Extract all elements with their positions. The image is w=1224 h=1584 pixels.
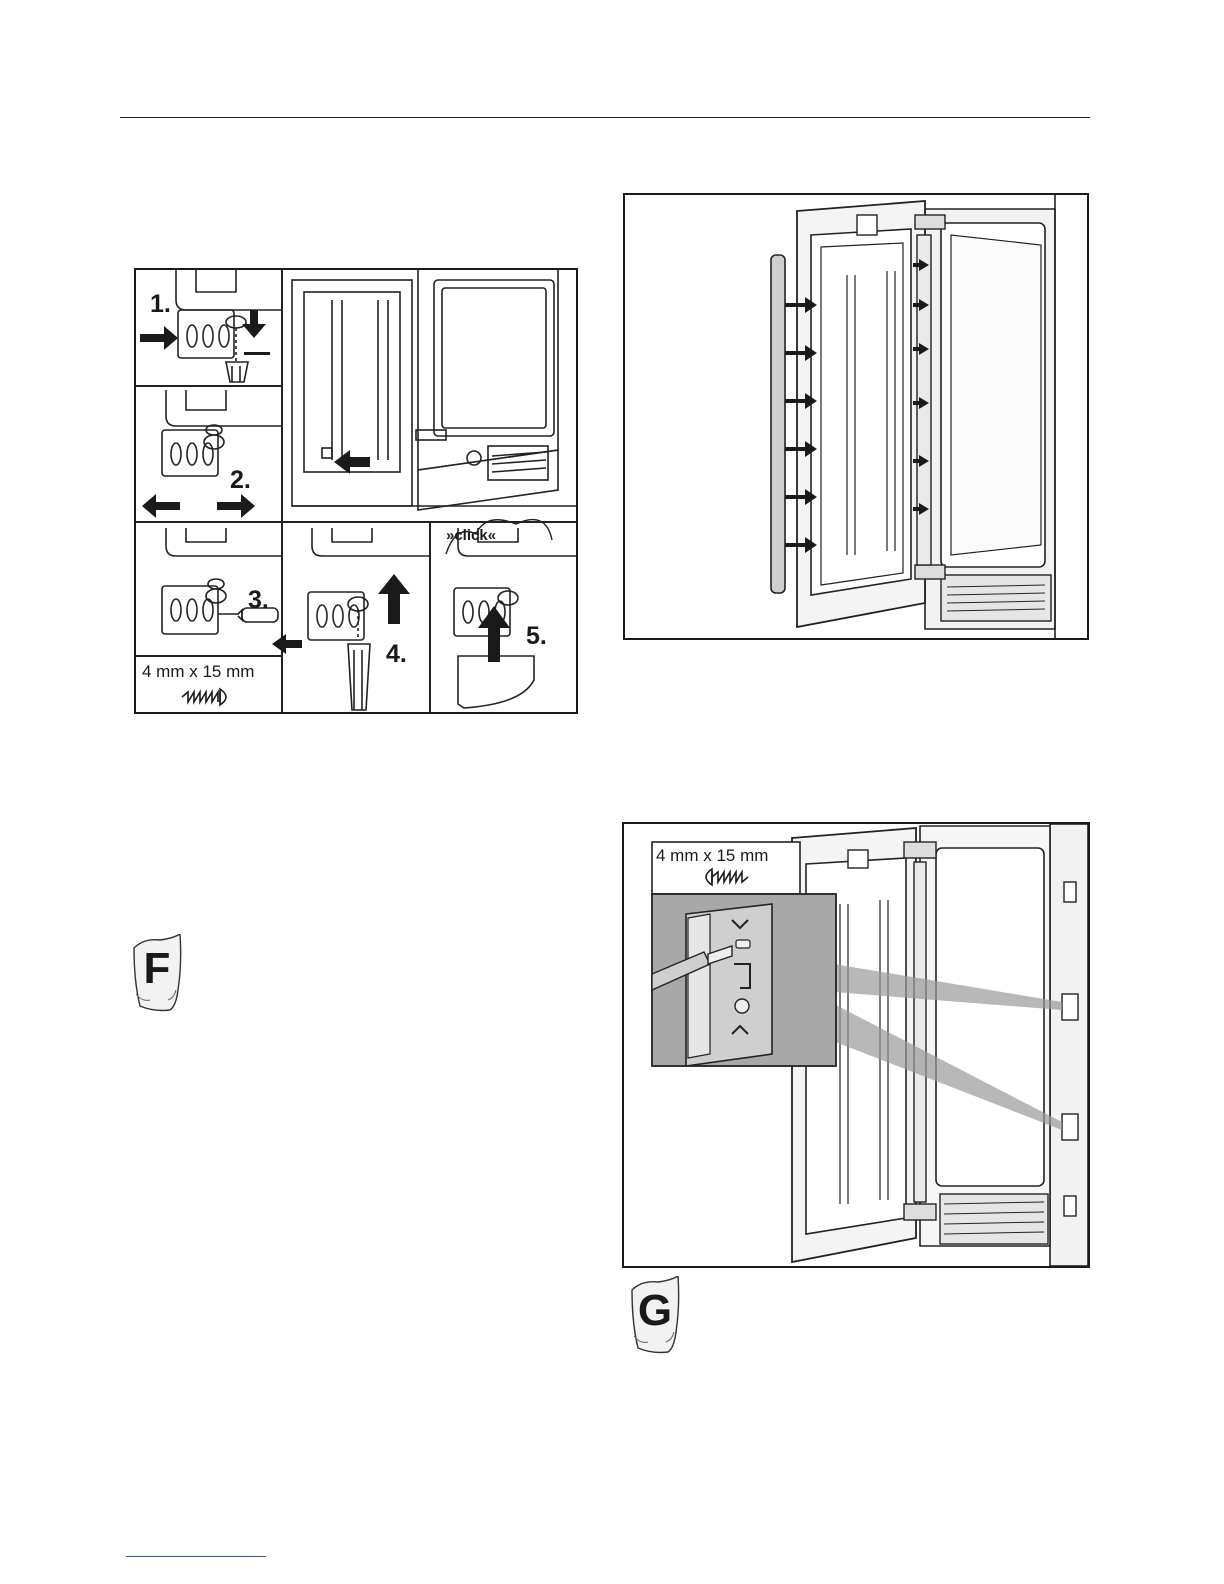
click-label: »click« [446, 527, 496, 544]
hardware-bag-g: G [626, 1276, 684, 1354]
screw-size-label: 4 mm x 15 mm [142, 662, 254, 682]
step-3-label: 3. [248, 586, 269, 615]
header-rule [120, 117, 1090, 118]
door-seal-illustration [625, 195, 1087, 638]
screw-icon [180, 686, 236, 708]
bag-f-letter: F [128, 944, 186, 994]
screw-icon [696, 866, 752, 888]
hinge-steps-illustration [136, 270, 576, 712]
hinge-steps-figure: 1. 2. 3. 4. 5. »click« 4 mm x 15 mm [134, 268, 578, 714]
footer-rule [126, 1556, 266, 1557]
hardware-bag-f: F [128, 934, 186, 1012]
rail-mounting-figure: 4 mm x 15 mm [622, 822, 1090, 1268]
rail-screw-size-label: 4 mm x 15 mm [656, 846, 768, 866]
step-4-label: 4. [386, 640, 407, 669]
step-5-label: 5. [526, 622, 547, 651]
step-2-label: 2. [230, 466, 251, 495]
rail-mounting-illustration [624, 824, 1088, 1266]
bag-g-letter: G [626, 1286, 684, 1336]
door-seal-figure [623, 193, 1089, 640]
step-1-label: 1. [150, 290, 171, 319]
